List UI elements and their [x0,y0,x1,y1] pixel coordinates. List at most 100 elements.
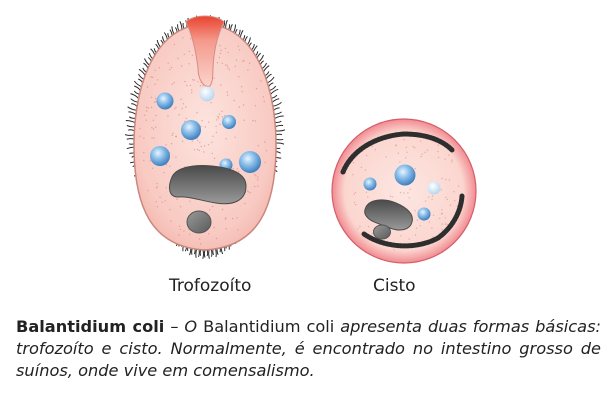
granule [406,151,408,153]
granule [431,227,433,229]
granule [234,136,236,138]
granule [151,127,153,129]
granule [159,196,161,199]
granule [219,52,222,54]
granule [196,112,198,114]
granule [154,97,157,100]
cilium [130,93,139,99]
cilium [127,129,135,132]
granule [145,106,148,109]
granule [176,198,178,200]
granule [424,200,427,202]
granule [216,62,219,64]
granule [155,187,158,189]
granule [236,168,238,170]
cilium [272,98,280,103]
granule [154,83,156,85]
granule [219,44,221,47]
vacuole [181,120,201,140]
granule [225,64,227,66]
granule [257,176,259,178]
granule [146,86,149,88]
granule [389,195,392,197]
granule [399,191,402,194]
granule [437,156,440,159]
granule [445,196,447,199]
granule [440,189,443,191]
granule [215,237,218,240]
granule [407,192,409,194]
cilium [199,249,202,256]
granule [165,164,168,166]
granule [150,96,153,99]
granule [359,225,361,228]
granule [200,243,202,245]
granule [254,185,256,188]
cilium [202,249,204,260]
granule [151,137,153,139]
granule [254,173,256,176]
granule [441,223,443,225]
granule [184,120,186,123]
granule [147,107,149,109]
granule [191,89,193,91]
granule [165,144,167,146]
granule [236,217,238,219]
granule [150,76,152,78]
granule [233,99,235,102]
granule [215,125,217,128]
granule [146,110,148,112]
granule [432,214,435,216]
granule [444,223,447,225]
granule [177,57,179,60]
granule [437,150,439,153]
granule [188,63,190,65]
cilium [198,249,200,257]
granule [173,82,175,84]
granule [207,144,210,146]
granule [179,225,181,227]
cilium [210,249,213,257]
granule [457,185,460,187]
granule [437,144,439,146]
granule [203,151,205,153]
granule [190,38,192,40]
granule [225,138,227,140]
granule [211,205,214,208]
cilium [271,94,278,99]
cilium [269,85,277,91]
caption-species-name: Balantidium coli [16,317,165,336]
granule [145,119,147,121]
granule [143,159,145,162]
granule [191,54,194,56]
granule [179,206,182,208]
granule [139,135,141,137]
trofozoito-illustration [124,15,286,260]
granule [182,103,185,105]
granule [444,217,447,219]
granule [218,113,220,115]
granule [171,83,173,85]
granule [262,96,265,98]
granule [238,171,240,173]
macronucleus [364,199,413,231]
granule [403,139,405,141]
granule [405,146,408,148]
granule [254,120,256,122]
granule [211,152,213,155]
granule [174,108,176,110]
granule [353,201,356,204]
granule [446,223,448,226]
granule [204,126,206,128]
granule [371,145,373,147]
granule [143,137,145,139]
granule [448,154,450,156]
granule [448,179,450,181]
granule [156,183,158,185]
cilium [274,111,282,115]
granule [365,191,368,193]
granule [225,228,227,230]
granule [243,60,245,62]
granule [157,79,159,81]
granule [202,84,204,87]
